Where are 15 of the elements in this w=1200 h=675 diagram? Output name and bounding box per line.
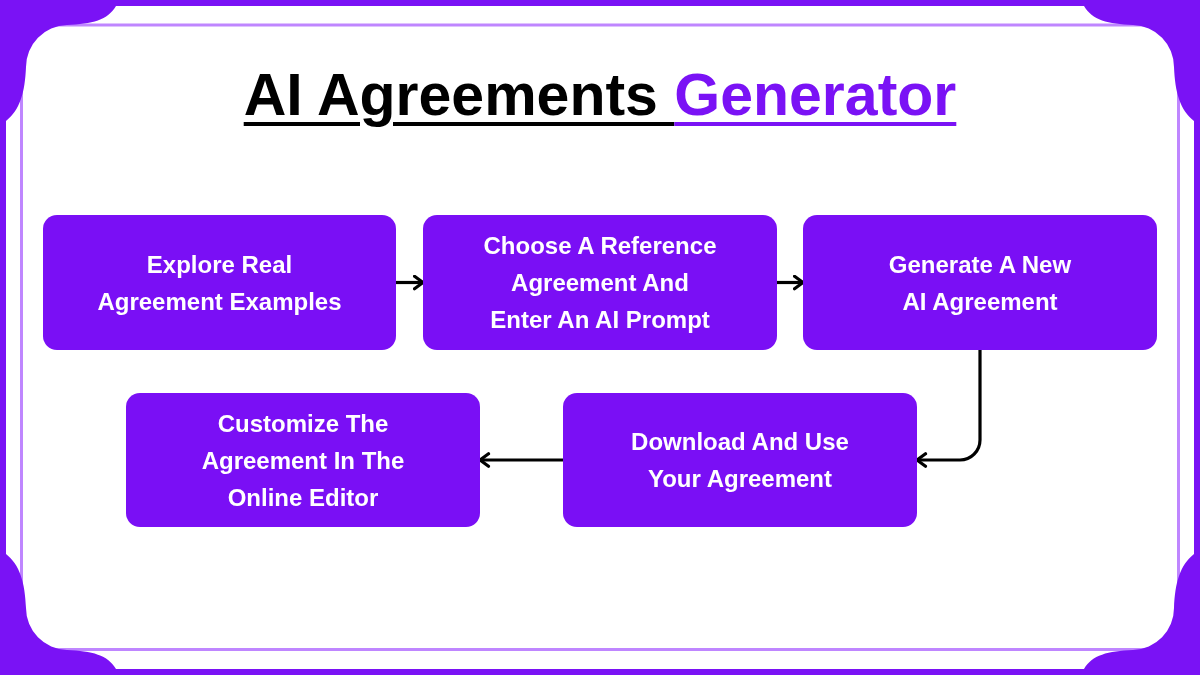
title: AI Agreements Generator <box>243 62 957 130</box>
process-box <box>423 215 777 350</box>
process-box <box>43 215 396 350</box>
arrow <box>478 452 563 468</box>
process-box <box>563 393 917 527</box>
step-text: Download And Use Your Agreement <box>630 427 850 494</box>
process-box <box>126 393 480 527</box>
step-text: Generate A New AI Agreement <box>887 249 1073 317</box>
step-text: Customize The Agreement In The Online Editor <box>200 408 406 513</box>
arrow <box>396 274 425 291</box>
arrow <box>777 274 805 291</box>
step-text: Explore Real Agreement Examples <box>96 249 343 317</box>
arrow <box>915 350 982 468</box>
process-box <box>803 215 1157 350</box>
step-text: Choose A Reference Agreement And Enter An AI Prompt <box>482 231 718 335</box>
